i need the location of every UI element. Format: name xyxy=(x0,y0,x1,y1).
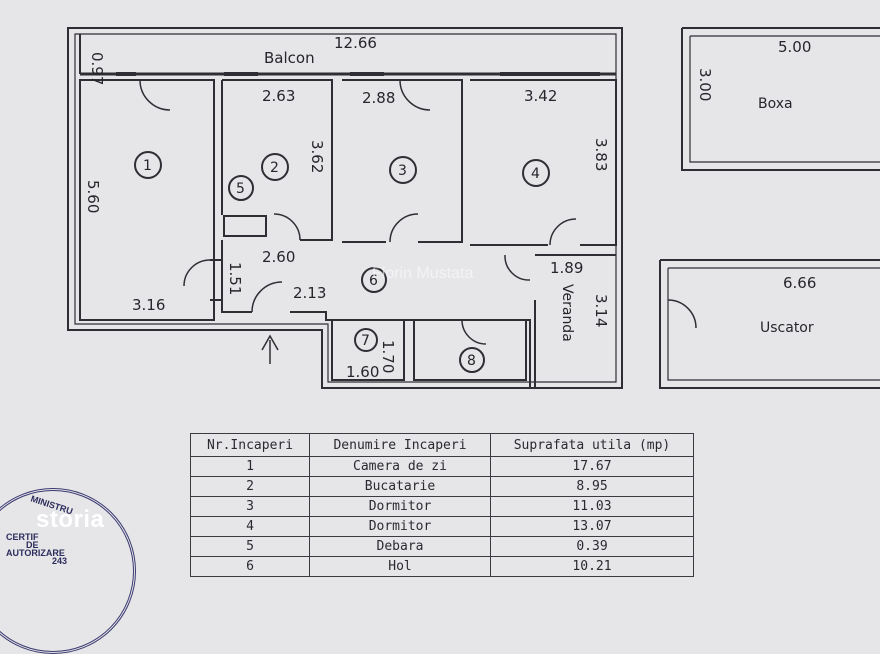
room-4-length: 3.83 xyxy=(592,138,610,171)
room-7-number: 7 xyxy=(361,333,370,349)
room-2-outline xyxy=(222,79,333,241)
watermark: Florin Mustata xyxy=(372,265,473,282)
balcony-width: 12.66 xyxy=(334,34,377,52)
room-1-outline xyxy=(79,79,215,321)
room-5-marker xyxy=(228,175,254,201)
hall-dimension-3: 1.51 xyxy=(226,262,244,295)
room-6-number: 6 xyxy=(369,273,378,289)
table-row: 2 Bucatarie 8.95 xyxy=(190,476,694,497)
room-area-table: Nr.Incaperi Denumire Incaperi Suprafata … xyxy=(190,433,694,577)
table-row: 5 Debara 0.39 xyxy=(190,536,694,557)
room-7-width: 1.60 xyxy=(346,363,379,381)
room-4-number: 4 xyxy=(531,166,540,182)
room-3-width: 2.88 xyxy=(362,89,395,107)
cell-number: 2 xyxy=(190,476,310,497)
cell-name: Camera de zi xyxy=(309,456,491,477)
boxa-outline xyxy=(681,27,880,171)
table-header-row: Nr.Incaperi Denumire Incaperi Suprafata … xyxy=(190,433,694,457)
room-1-length: 5.60 xyxy=(84,180,102,213)
cell-name: Hol xyxy=(309,556,491,577)
header-room-area: Suprafata utila (mp) xyxy=(490,433,694,457)
room-4-width: 3.42 xyxy=(524,87,557,105)
header-room-number: Nr.Incaperi xyxy=(190,433,310,457)
room-4-outline xyxy=(470,79,617,246)
cell-area: 8.95 xyxy=(490,476,694,497)
cell-area: 11.03 xyxy=(490,496,694,517)
table-row: 3 Dormitor 11.03 xyxy=(190,496,694,517)
veranda-label: Veranda xyxy=(559,284,575,342)
room-2-marker xyxy=(261,153,289,181)
room-3-marker xyxy=(389,156,417,184)
room-8-outline xyxy=(413,319,527,381)
stamp-line-5: 243 xyxy=(52,556,68,566)
veranda-outline xyxy=(534,254,616,388)
cell-area: 13.07 xyxy=(490,516,694,537)
room-5-outline xyxy=(223,215,267,237)
room-1-number: 1 xyxy=(143,158,152,174)
cell-name: Debara xyxy=(309,536,491,557)
room-8-number: 8 xyxy=(467,353,476,369)
balcony-label: Balcon xyxy=(264,49,315,67)
cell-number: 3 xyxy=(190,496,310,517)
room-7-marker xyxy=(354,328,378,352)
apartment-outline xyxy=(67,27,623,389)
cell-number: 4 xyxy=(190,516,310,537)
uscator-width: 6.66 xyxy=(783,274,816,292)
entrance-arrow xyxy=(261,334,279,364)
veranda-width: 1.89 xyxy=(550,259,583,277)
balcony-depth: 0.97 xyxy=(88,52,106,85)
header-room-name: Denumire Incaperi xyxy=(309,433,491,457)
table-row: 1 Camera de zi 17.67 xyxy=(190,456,694,477)
table-row: 6 Hol 10.21 xyxy=(190,556,694,577)
cell-number: 5 xyxy=(190,536,310,557)
brand-logo: storia xyxy=(36,506,105,533)
room-6-marker xyxy=(361,267,387,293)
cell-name: Dormitor xyxy=(309,516,491,537)
cell-number: 6 xyxy=(190,556,310,577)
stamp-line-3: DE xyxy=(26,540,39,550)
room-3-number: 3 xyxy=(398,163,407,179)
boxa-label: Boxa xyxy=(758,96,793,112)
room-2-number: 2 xyxy=(270,160,279,176)
stamp-line-2: CERTIF xyxy=(6,532,39,542)
cell-area: 0.39 xyxy=(490,536,694,557)
table-row: 4 Dormitor 13.07 xyxy=(190,516,694,537)
room-1-width: 3.16 xyxy=(132,296,165,314)
room-2-width: 2.63 xyxy=(262,87,295,105)
cell-area: 10.21 xyxy=(490,556,694,577)
hall-dimension-1: 2.60 xyxy=(262,248,295,266)
cell-name: Dormitor xyxy=(309,496,491,517)
cell-number: 1 xyxy=(190,456,310,477)
room-7-outline xyxy=(331,319,405,381)
cell-area: 17.67 xyxy=(490,456,694,477)
room-3-outline xyxy=(342,79,463,243)
floor-plan: Balcon 12.66 0.97 1 5.60 3.16 2 2.63 3.6… xyxy=(67,27,880,389)
room-5-number: 5 xyxy=(236,181,245,197)
room-2-length: 3.62 xyxy=(308,140,326,173)
boxa-width: 5.00 xyxy=(778,38,811,56)
hall-dimension-2: 2.13 xyxy=(293,284,326,302)
room-4-marker xyxy=(522,159,550,187)
veranda-length: 3.14 xyxy=(592,294,610,327)
room-1-marker xyxy=(134,151,162,179)
room-8-marker xyxy=(459,347,485,373)
room-7-length: 1.70 xyxy=(379,340,397,373)
cell-name: Bucatarie xyxy=(309,476,491,497)
boxa-length: 3.00 xyxy=(696,68,714,101)
uscator-outline xyxy=(659,259,880,389)
stamp-line-4: AUTORIZARE xyxy=(6,548,65,558)
uscator-label: Uscator xyxy=(760,320,814,336)
